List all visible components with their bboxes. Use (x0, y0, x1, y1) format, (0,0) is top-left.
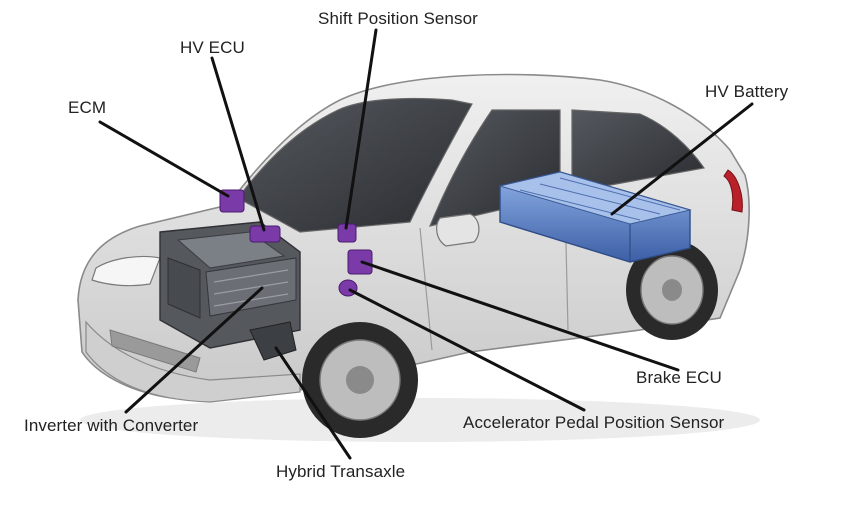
label-ecm: ECM (68, 98, 107, 117)
rear-side-window (571, 109, 706, 193)
grille (109, 329, 201, 373)
label-accelerator-pedal-position-sensor: Accelerator Pedal Position Sensor (463, 413, 725, 432)
label-hv-ecu: HV ECU (180, 38, 245, 57)
leader-line-accelerator (348, 288, 586, 412)
ground-shadow (80, 398, 760, 442)
transaxle-unit (249, 321, 297, 361)
front-bumper (85, 320, 301, 403)
headlight (91, 255, 161, 287)
leader-line-hybrid-transaxle (274, 346, 352, 460)
brake-ecu-module (347, 249, 373, 275)
hv-ecu-module (249, 225, 281, 243)
label-shift-position-sensor: Shift Position Sensor (318, 9, 478, 28)
rear-wheel (626, 240, 718, 340)
leader-line-shift-position-sensor (344, 28, 378, 230)
leader-line-ecm (98, 120, 230, 198)
leader-lines (98, 28, 754, 460)
hv-battery-pack (498, 171, 692, 263)
label-hv-battery: HV Battery (705, 82, 789, 101)
label-brake-ecu: Brake ECU (636, 368, 722, 387)
leader-line-inverter (124, 286, 264, 414)
engine-inverter-block (159, 221, 301, 349)
label-inverter-with-converter: Inverter with Converter (24, 416, 199, 435)
leader-line-hv-ecu (210, 56, 266, 232)
tail-light (723, 169, 743, 213)
label-hybrid-transaxle: Hybrid Transaxle (276, 462, 406, 481)
side-mirror (436, 213, 480, 247)
leader-line-hv-battery (610, 102, 754, 216)
front-wheel (302, 322, 418, 438)
leader-line-brake-ecu (360, 260, 680, 372)
